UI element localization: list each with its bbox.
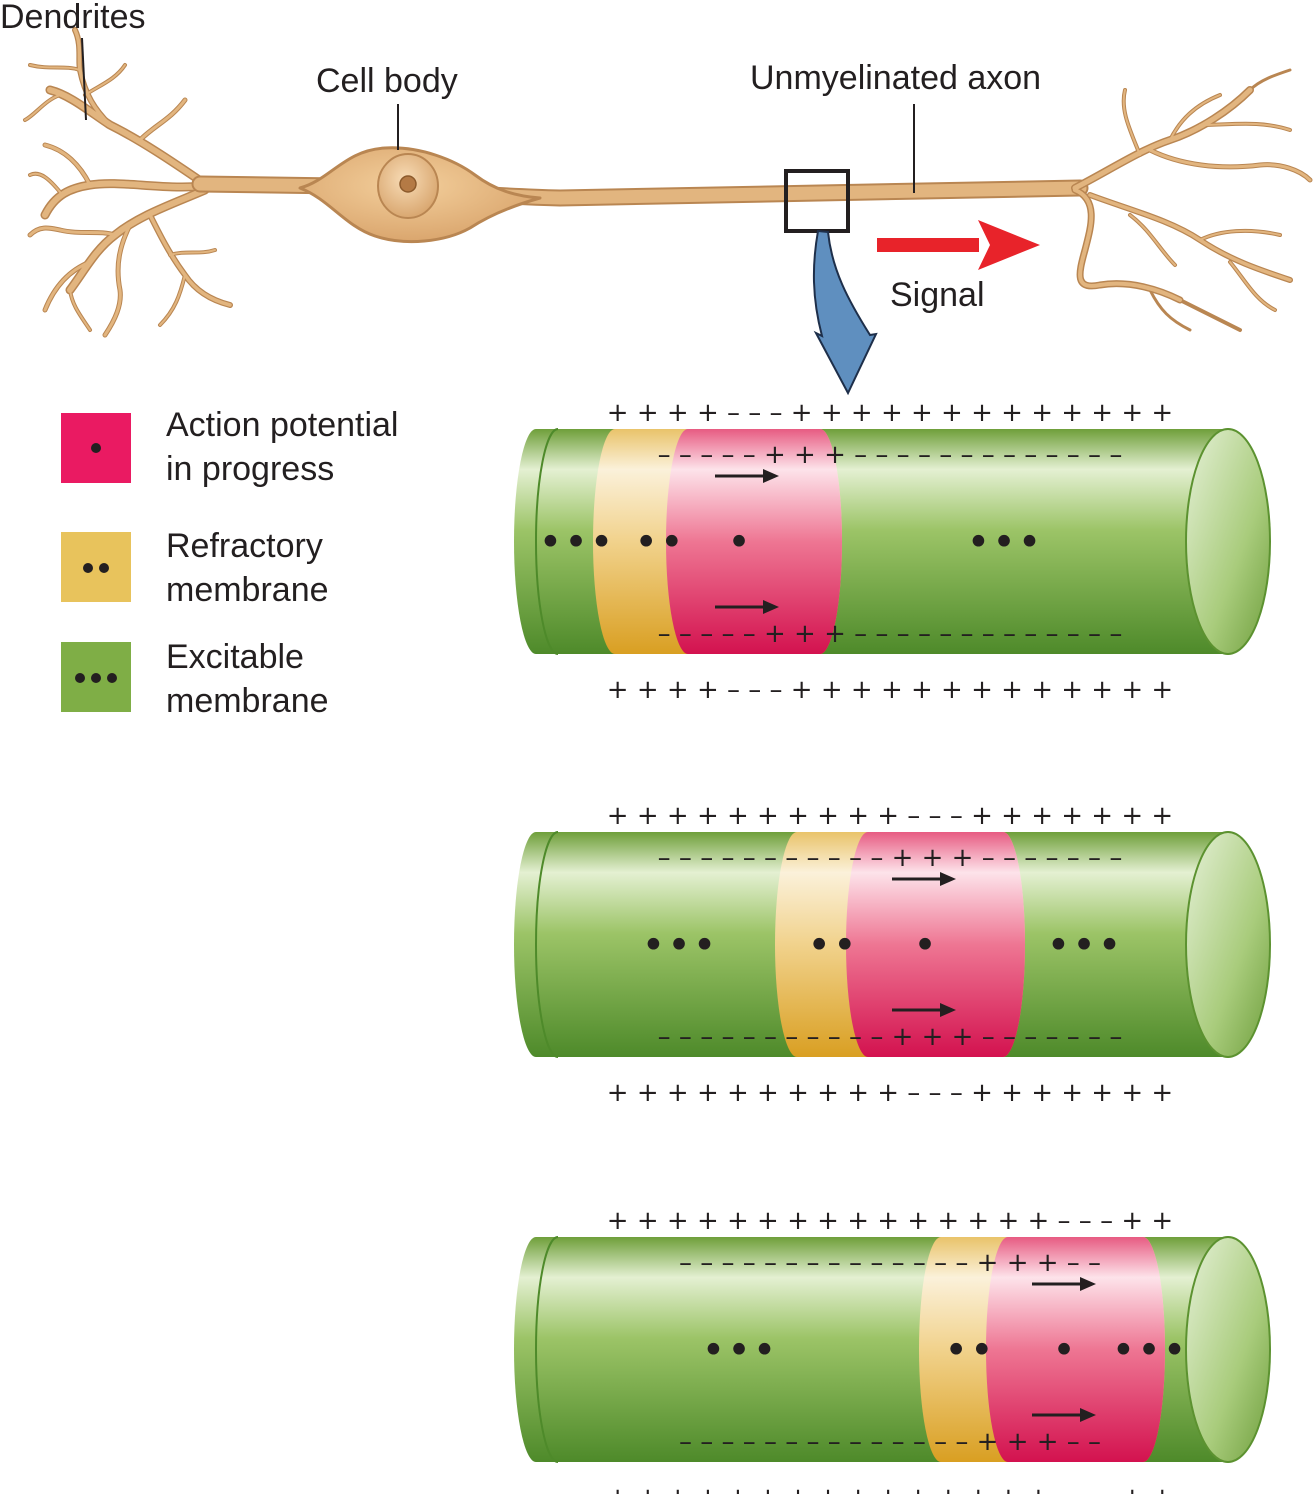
inner-charges-bottom: – – – – – – – – – – – – – – + + + – – [679, 1427, 1101, 1457]
axon-terminals [1071, 68, 1313, 332]
excitable-dots-right: ••• [1047, 923, 1124, 969]
signal-arrow [877, 220, 1040, 270]
legend-swatch-refractory [61, 532, 131, 602]
excitable-band-right [798, 429, 1247, 654]
refractory-dots: •• [807, 923, 858, 969]
axon-cylinder-1: + + + + – – – + + + + + + + + + + + + + –… [514, 398, 1271, 705]
action-dots: • [913, 923, 939, 969]
outer-charges-top: + + + + + + + + + + – – – + + + + + + + [607, 801, 1173, 831]
inner-charges-bottom: – – – – – – – – – – – + + + – – – – – – … [658, 1022, 1123, 1052]
legend-text-refractory: Refractory membrane [166, 524, 329, 612]
outer-charges-top: + + + + – – – + + + + + + + + + + + + + [607, 398, 1173, 428]
legend-line1-refractory: Refractory [166, 527, 323, 565]
action-dots: • [727, 520, 753, 566]
legend-text-action: Action potential in progress [166, 403, 399, 491]
action-potential-band [666, 429, 842, 654]
legend-dots-excitable [75, 673, 117, 683]
refractory-dots: •• [634, 520, 685, 566]
cylinder-end-cap [1185, 1236, 1271, 1463]
nucleolus [399, 175, 417, 193]
inner-charges-bottom: – – – – – + + + – – – – – – – – – – – – … [658, 619, 1123, 649]
cylinder-left-edge [535, 428, 559, 655]
dendrites-label: Dendrites [0, 0, 146, 36]
zoom-arrow [812, 229, 878, 396]
outer-charges-top: + + + + + + + + + + + + + + + – – – + + [607, 1206, 1173, 1236]
cell-body-label: Cell body [316, 62, 458, 100]
axon-segments: + + + + – – – + + + + + + + + + + + + + –… [514, 398, 1271, 1494]
signal-label: Signal [890, 276, 985, 314]
inner-charges-top: – – – – – – – – – – – + + + – – – – – – … [658, 843, 1123, 873]
current-arrow-top [1032, 1277, 1096, 1291]
legend-swatch-action [61, 413, 131, 483]
legend-dots-action [91, 443, 101, 453]
current-arrow-top [715, 469, 779, 483]
legend-line1-excitable: Excitable [166, 638, 304, 676]
legend-dots-refractory [83, 563, 109, 573]
inner-charges-top: – – – – – – – – – – – – – – + + + – – [679, 1248, 1101, 1278]
current-arrow-bottom [892, 1003, 956, 1017]
cylinder-end-cap [1185, 428, 1271, 655]
excitable-dots-left: ••• [539, 520, 616, 566]
refractory-dots: •• [944, 1328, 995, 1374]
inner-charges-top: – – – – – + + + – – – – – – – – – – – – … [658, 440, 1123, 470]
excitable-band-right [981, 832, 1247, 1057]
axon-label: Unmyelinated axon [750, 59, 1042, 97]
current-arrow-bottom [715, 600, 779, 614]
legend-line1-action: Action potential [166, 406, 399, 444]
legend-swatch-excitable [61, 642, 131, 712]
dendrites-leader [81, 37, 87, 121]
excitable-dots-left: ••• [702, 1328, 779, 1374]
excitable-dots-right: ••• [967, 520, 1044, 566]
neuron [23, 27, 1313, 338]
action-dots: • [1052, 1328, 1078, 1374]
cylinder-end-cap [1185, 831, 1271, 1058]
action-potential-band [986, 1237, 1165, 1462]
excitable-dots-right: ••• [1112, 1328, 1189, 1374]
axon-cylinder-3: + + + + + + + + + + + + + + + – – – + + –… [514, 1206, 1271, 1494]
outer-charges-bottom: + + + + + + + + + + – – – + + + + + + + [607, 1078, 1173, 1108]
cylinder-left-edge [535, 831, 559, 1058]
current-arrow-bottom [1032, 1408, 1096, 1422]
action-potential-band [846, 832, 1025, 1057]
cylinder-left-edge [535, 1236, 559, 1463]
legend-line2-excitable: membrane [166, 682, 329, 720]
current-arrow-top [892, 872, 956, 886]
legend-text-excitable: Excitable membrane [166, 635, 329, 723]
legend-line2-action: in progress [166, 450, 335, 488]
axon-cylinder-2: + + + + + + + + + + – – – + + + + + + + –… [514, 801, 1271, 1108]
excitable-dots-left: ••• [642, 923, 719, 969]
legend-line2-refractory: membrane [166, 571, 329, 609]
outer-charges-bottom: + + + + – – – + + + + + + + + + + + + + [607, 675, 1173, 705]
outer-charges-bottom: + + + + + + + + + + + + + + + – – – + + [607, 1483, 1173, 1494]
